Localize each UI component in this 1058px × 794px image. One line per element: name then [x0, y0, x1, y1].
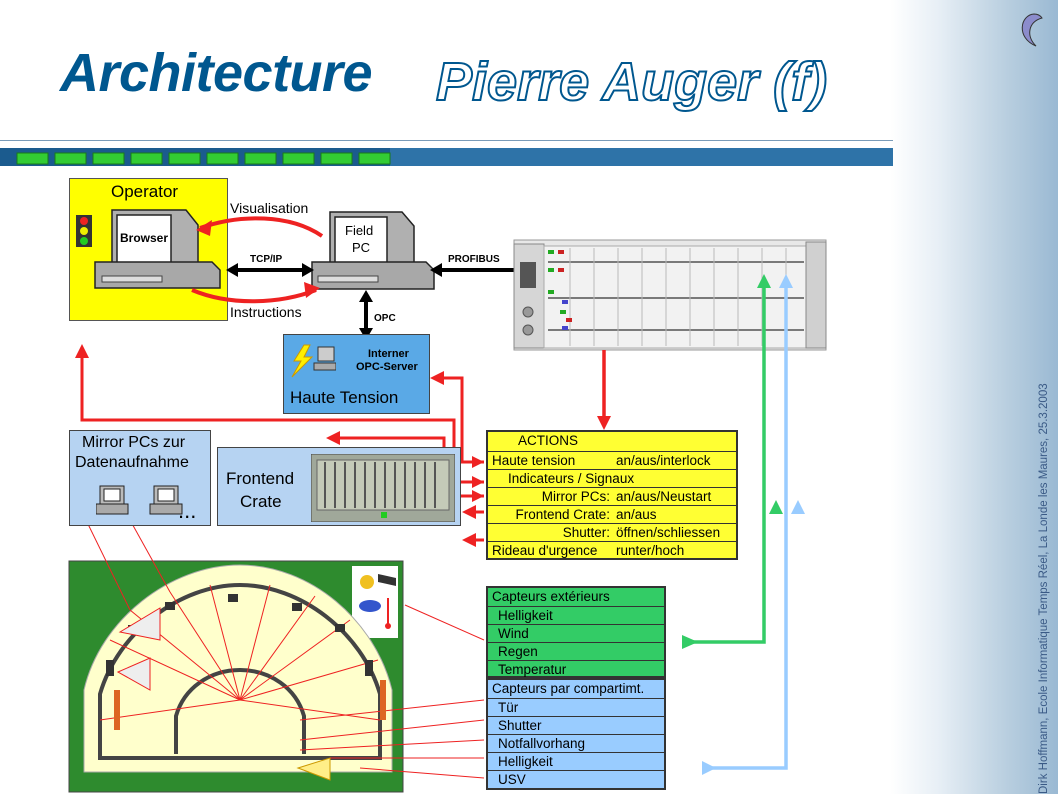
external-sensor-item: Helligkeit — [488, 606, 664, 624]
actions-table: ACTIONS Haute tension an/aus/interlock I… — [486, 430, 738, 560]
mirror-line2: Datenaufnahme — [75, 454, 189, 471]
footer-author-credit: Dirk Hoffmann, Ecole Informatique Temps … — [1038, 383, 1050, 794]
fieldpc-label-line2: PC — [352, 240, 371, 255]
actions-row-value: öffnen/schliessen — [616, 525, 721, 540]
external-sensors-header: Capteurs extérieurs — [492, 589, 610, 604]
compartment-sensor-item: Helligkeit — [488, 752, 664, 770]
instructions-label: Instructions — [230, 304, 302, 320]
actions-row-label: Haute tension — [492, 453, 576, 468]
haute-tension-title: Haute Tension — [290, 388, 399, 407]
operator-computer-icon — [94, 209, 221, 289]
plc-rack-icon — [513, 239, 827, 351]
title-rule — [0, 140, 893, 141]
actions-row-label: Indicateurs / Signaux — [508, 471, 635, 486]
actions-row-label: Rideau d'urgence — [492, 543, 598, 558]
traffic-light-icon — [76, 215, 92, 247]
compartment-sensor-item: Tür — [488, 698, 664, 716]
actions-row-value: runter/hoch — [616, 543, 685, 558]
svg-text:Pierre Auger (f): Pierre Auger (f) — [436, 52, 827, 112]
profibus-label: PROFIBUS — [448, 254, 500, 265]
visualisation-label: Visualisation — [230, 200, 309, 216]
actions-row: Frontend Crate: an/aus — [488, 505, 736, 523]
divider-bar — [0, 148, 893, 166]
operator-title: Operator — [111, 182, 179, 201]
actions-row-label: Shutter: — [562, 525, 610, 540]
opc-label: OPC — [374, 313, 396, 324]
page-title: Architecture — [60, 43, 373, 103]
frontend-line2: Crate — [240, 492, 282, 511]
mirror-dots: ... — [178, 498, 197, 523]
actions-row-label: Mirror PCs: — [541, 489, 610, 504]
frontend-line1: Frontend — [226, 469, 295, 488]
mirror-line1: Mirror PCs zur — [82, 434, 186, 451]
site-floorplan — [83, 519, 485, 781]
actions-row-value: an/aus/interlock — [616, 453, 711, 468]
actions-row: Rideau d'urgence runter/hoch — [488, 541, 736, 559]
compartment-sensor-item: USV — [488, 770, 664, 788]
compartment-sensor-item: Shutter — [488, 716, 664, 734]
opc-server-line2: OPC-Server — [356, 361, 418, 373]
actions-row-label: Frontend Crate: — [515, 507, 610, 522]
compartment-sensors-table: Capteurs par compartimt. Tür Shutter Not… — [486, 678, 666, 790]
moon-logo-icon — [1021, 13, 1043, 47]
compartment-sensor-item: Notfallvorhang — [488, 734, 664, 752]
actions-header: ACTIONS — [518, 433, 579, 448]
mirror-pc-icons — [96, 485, 183, 515]
architecture-diagram — [68, 209, 827, 793]
crate-icon — [311, 454, 455, 522]
sidebar-gradient — [890, 0, 1058, 794]
fieldpc-label-line1: Field — [345, 223, 374, 238]
compartment-sensors-header: Capteurs par compartimt. — [492, 681, 645, 696]
actions-row: Haute tension an/aus/interlock — [488, 451, 736, 469]
actions-row-value: an/aus/Neustart — [616, 489, 712, 504]
mirror-pcs-panel — [69, 430, 211, 526]
actions-row: Shutter: öffnen/schliessen — [488, 523, 736, 541]
actions-row: Mirror PCs: an/aus/Neustart — [488, 487, 736, 505]
field-pc-icon — [311, 211, 435, 290]
external-sensor-item: Temperatur — [488, 660, 664, 678]
page-title-outline: Pierre Auger (f) — [435, 51, 828, 113]
external-sensor-item: Wind — [488, 624, 664, 642]
lightning-icon — [291, 344, 336, 378]
tcpip-label: TCP/IP — [250, 254, 283, 265]
actions-row: Indicateurs / Signaux — [488, 469, 736, 487]
opc-server-line1: Interner — [368, 348, 409, 360]
browser-label: Browser — [120, 231, 169, 245]
actions-row-value: an/aus — [616, 507, 657, 522]
external-sensors-table: Capteurs extérieurs Helligkeit Wind Rege… — [486, 586, 666, 678]
external-sensor-item: Regen — [488, 642, 664, 660]
